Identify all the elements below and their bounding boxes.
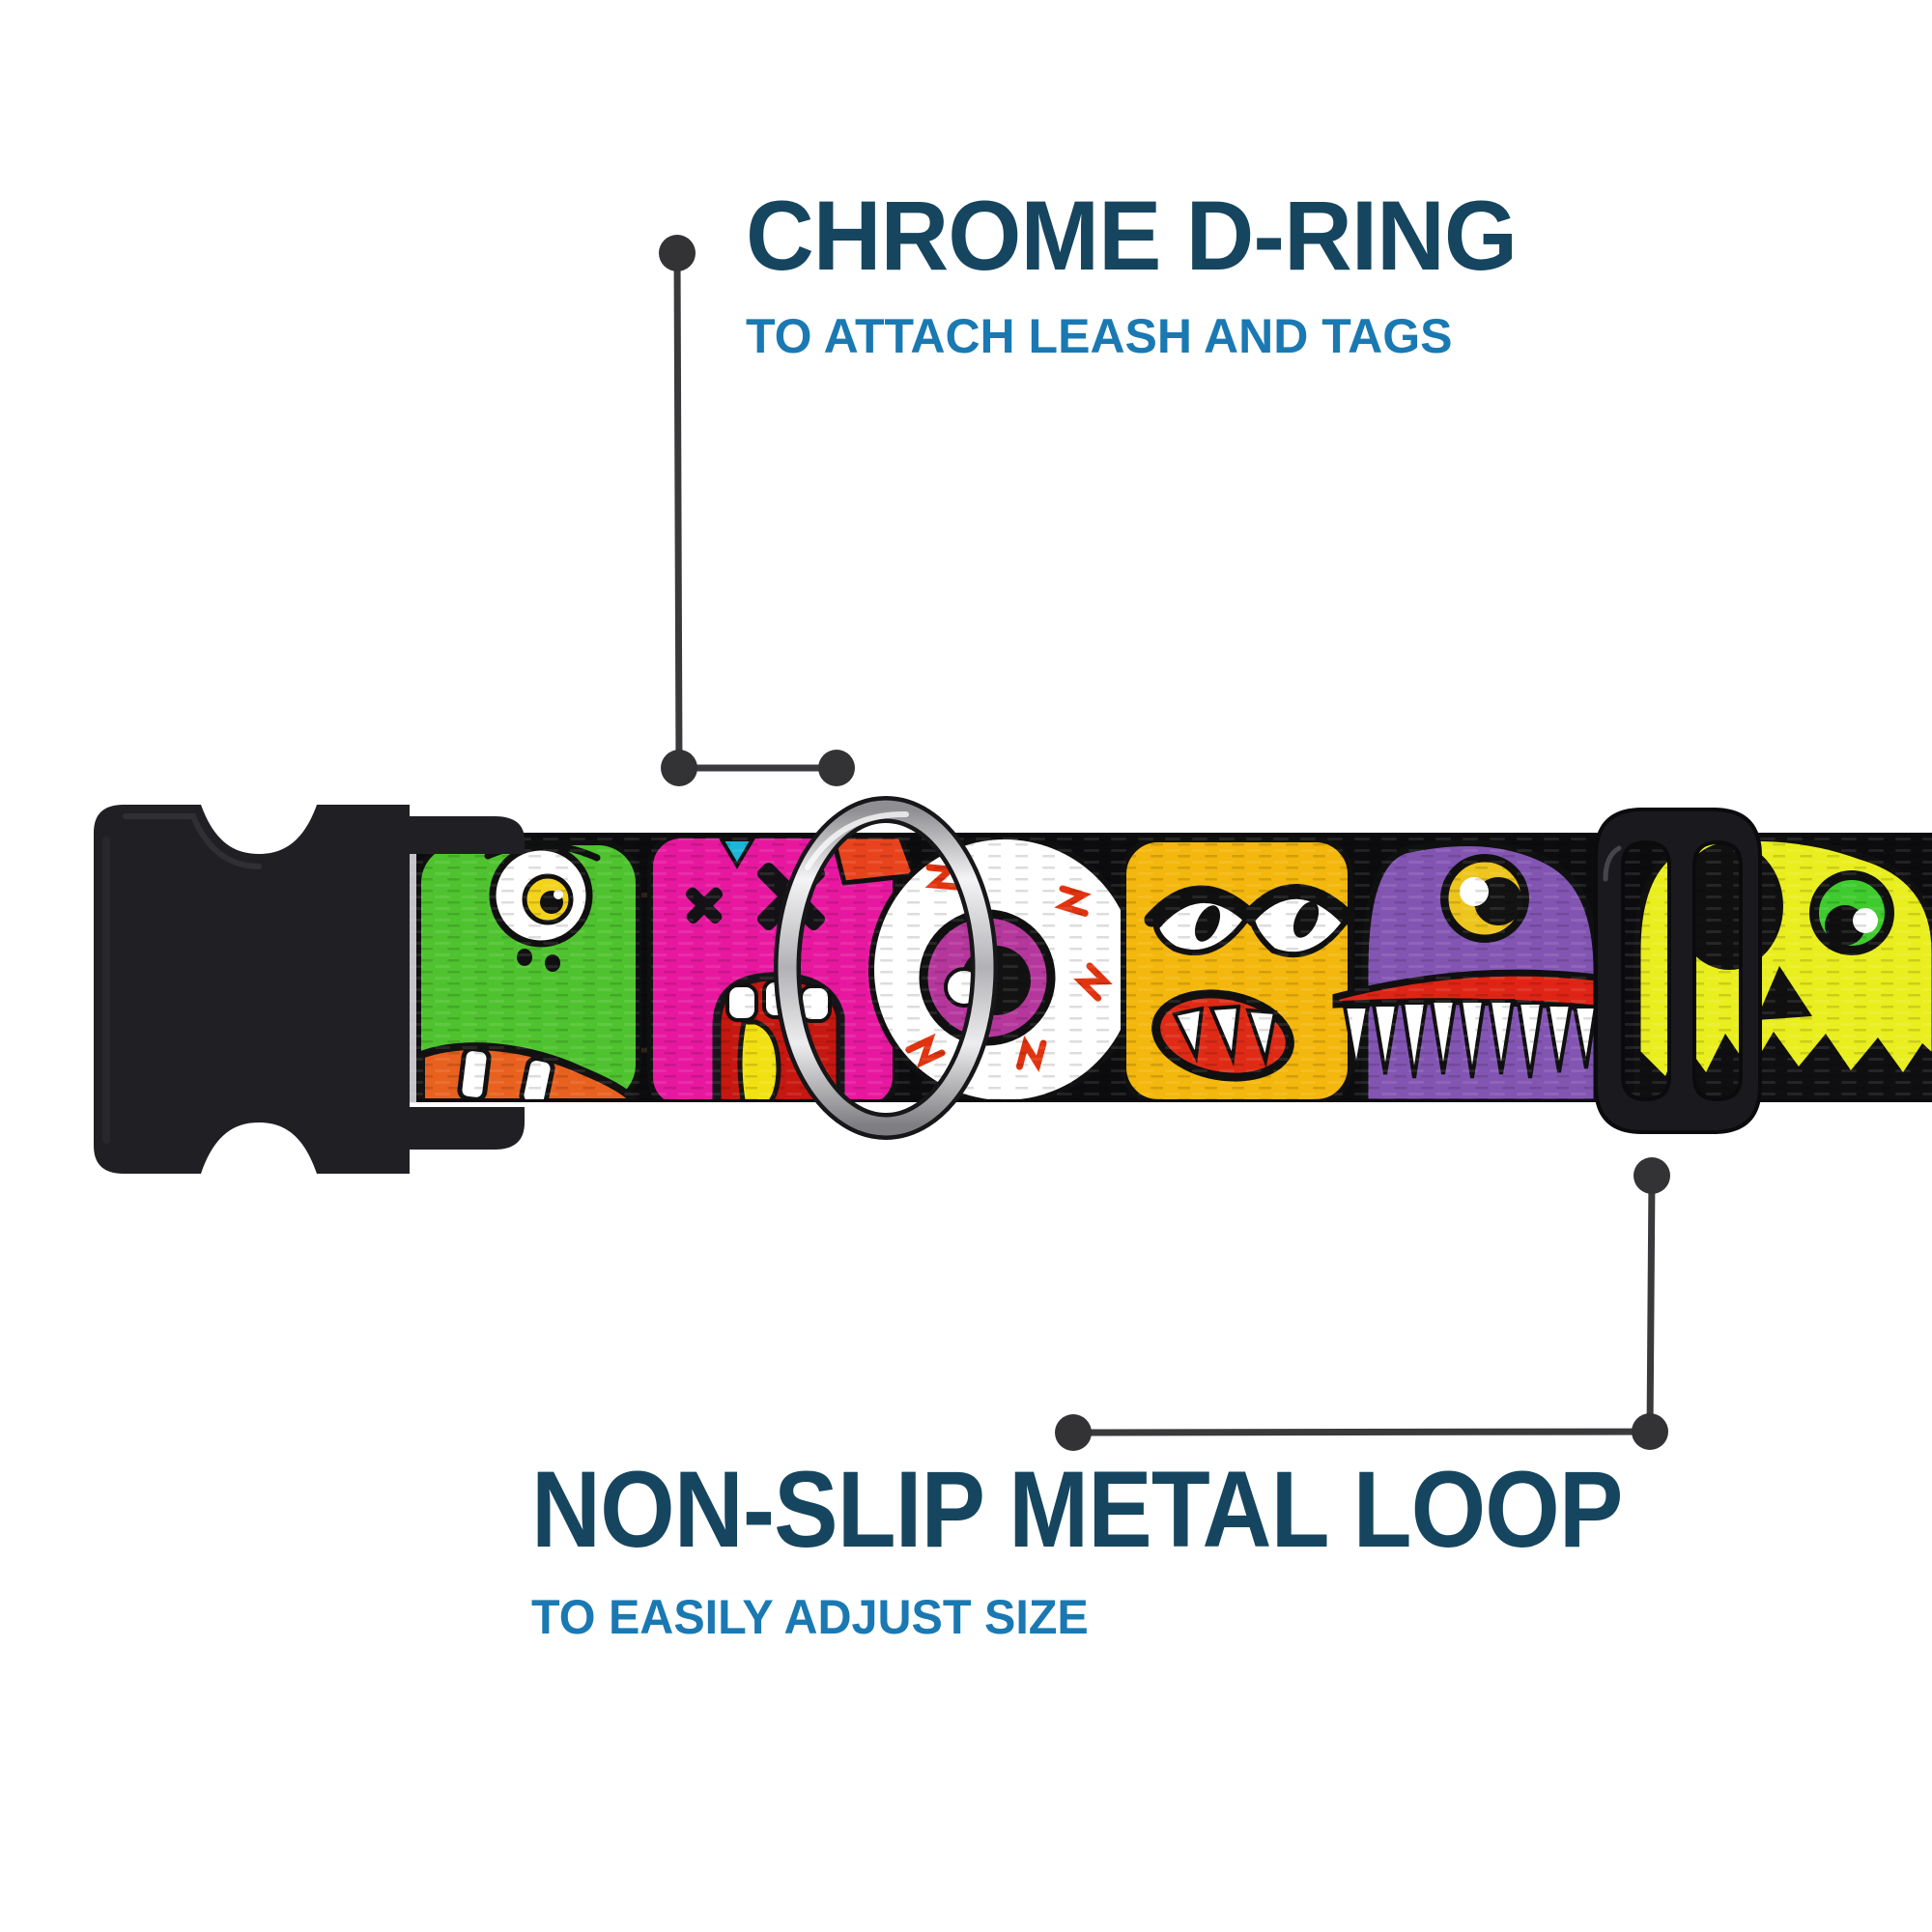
connector-dot [1055,1414,1092,1451]
callout-non-slip-metal-loop: NON-SLIP METAL LOOP TO EASILY ADJUST SIZ… [531,1449,1757,1644]
side-release-buckle [94,805,525,1174]
non-slip-metal-loop-slider [1594,808,1762,1134]
buckle-slot [410,854,416,1103]
callout-subtitle: TO ATTACH LEASH AND TAGS [746,309,1453,363]
slider-highlight [1603,845,1622,882]
callout-title: NON-SLIP METAL LOOP [531,1449,1623,1570]
connector-dot [659,235,696,271]
webbing-texture [409,837,1932,1099]
callout-subtitle: TO EASILY ADJUST SIZE [531,1590,1089,1644]
callout-title: CHROME D-RING [746,181,1518,291]
callout-chrome-d-ring: CHROME D-RING TO ATTACH LEASH AND TAGS [746,186,1548,360]
connector-dot [1632,1413,1668,1450]
chrome-d-ring [774,796,998,1140]
collar-illustration [94,796,1932,1174]
